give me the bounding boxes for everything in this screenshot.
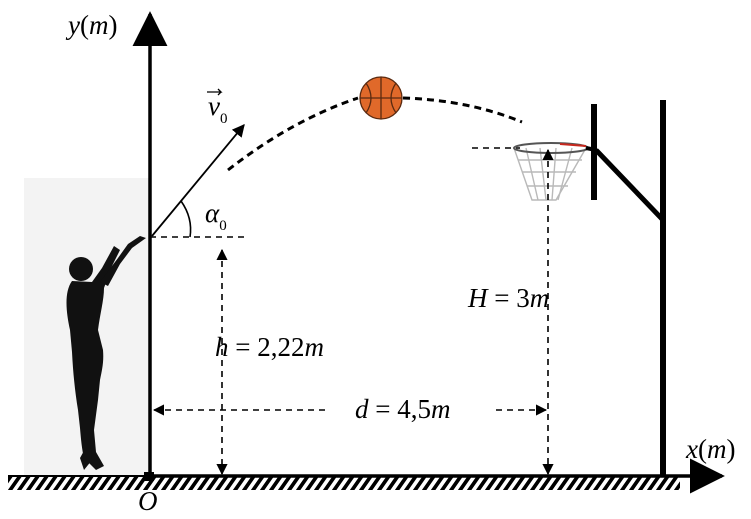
basket-net	[513, 147, 587, 201]
x-axis-label: x(m)	[685, 434, 735, 464]
d-label: d = 4,5m	[355, 394, 450, 424]
h-label: h = 2,22m	[215, 332, 324, 362]
velocity-label: v0	[208, 91, 227, 127]
rim-accent	[559, 143, 587, 147]
rim-bracket	[585, 146, 597, 152]
velocity-vector	[151, 124, 245, 237]
origin-marker	[144, 472, 154, 481]
velocity-vector-accent	[207, 88, 223, 96]
trajectory-dashed	[227, 96, 359, 172]
y-axis-label: y(m)	[65, 10, 117, 40]
origin-label: O	[138, 486, 158, 516]
angle-label: α0	[205, 198, 227, 234]
ground-hatch	[8, 476, 680, 490]
angle-arc	[180, 200, 192, 238]
H-label: H = 3m	[467, 283, 549, 313]
support-arm	[594, 148, 665, 222]
trajectory-dashed-descent	[402, 96, 523, 124]
player-silhouette	[66, 236, 146, 470]
basketball	[359, 76, 403, 120]
